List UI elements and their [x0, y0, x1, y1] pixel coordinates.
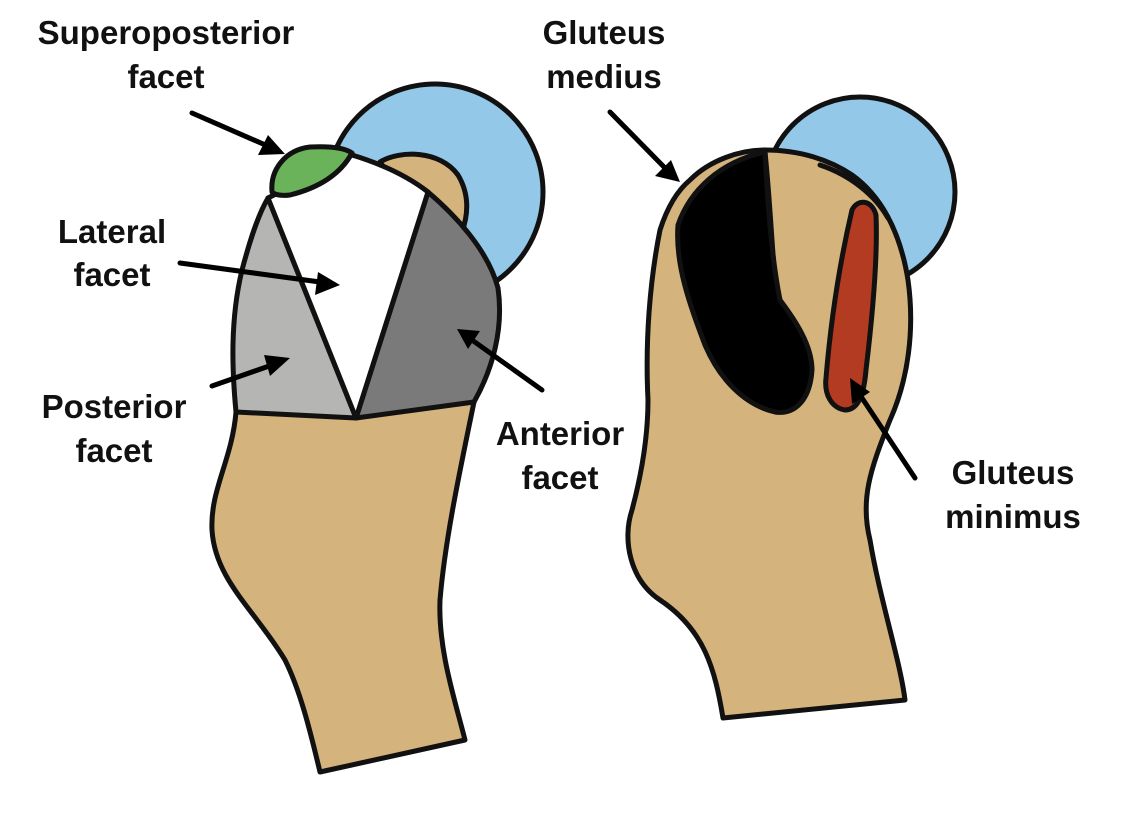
arrow-gluteus-medius-head: [655, 160, 680, 182]
lateral-facet: [265, 152, 431, 421]
right-trochanter-top-edge: [817, 162, 891, 221]
left-femoral-shaft: [209, 399, 477, 775]
arrow-anterior-head: [457, 329, 480, 349]
arrow-posterior: [209, 362, 275, 389]
right-femur-view: [625, 94, 958, 721]
arrows: [177, 109, 918, 481]
arrow-lateral-head: [315, 272, 340, 295]
arrow-gluteus-medius: [607, 109, 668, 171]
arrow-lateral: [177, 260, 323, 285]
anterior-facet: [353, 189, 503, 421]
label-lateral-line2: facet: [73, 256, 150, 293]
gluteus-medius-insertion: [675, 149, 815, 415]
label-anterior-line2: facet: [521, 459, 598, 496]
superoposterior-facet: [269, 144, 355, 198]
arrow-superoposterior: [189, 110, 273, 150]
label-posterior-line1: Posterior: [42, 388, 187, 425]
label-gluteus-minimus-line1: Gluteus: [952, 454, 1075, 491]
label-gluteus-minimus-line2: minimus: [945, 498, 1081, 535]
arrow-anterior: [469, 337, 545, 393]
labels: Superoposterior facet Lateral facet Post…: [38, 14, 1081, 535]
label-posterior-line2: facet: [75, 432, 152, 469]
label-anterior-line1: Anterior: [496, 415, 625, 452]
posterior-facet: [230, 195, 359, 421]
label-superoposterior-line2: facet: [127, 58, 204, 95]
label-gluteus-medius-line1: Gluteus: [543, 14, 666, 51]
label-superoposterior-line1: Superoposterior: [38, 14, 295, 51]
arrow-gluteus-minimus-head: [850, 378, 870, 404]
gluteus-minimus-insertion: [823, 199, 879, 413]
left-femur-view: [209, 81, 546, 775]
arrow-gluteus-minimus: [857, 392, 918, 481]
label-gluteus-medius-line2: medius: [546, 58, 662, 95]
label-lateral-line1: Lateral: [58, 213, 166, 250]
arrow-posterior-head: [264, 355, 290, 376]
arrow-superoposterior-head: [258, 135, 285, 155]
